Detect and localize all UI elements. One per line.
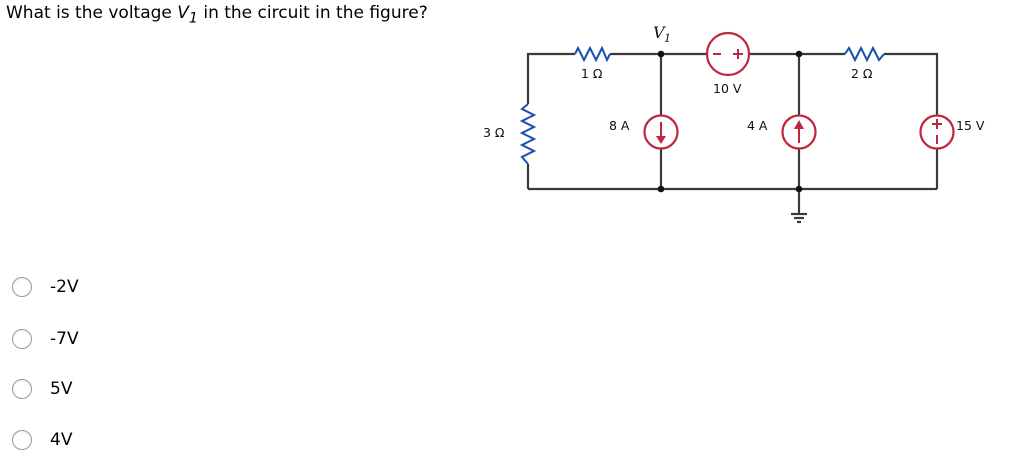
radio-button[interactable] <box>12 329 32 349</box>
radio-button[interactable] <box>12 277 32 297</box>
radio-button[interactable] <box>12 379 32 399</box>
question-variable: V <box>177 3 189 23</box>
answer-option-label: -7V <box>50 329 79 349</box>
node-label-v-subscript: 1 <box>664 32 671 45</box>
label-2ohm: 2 Ω <box>851 66 873 81</box>
node-top-right-dot <box>795 50 803 58</box>
resistor-1ohm <box>574 45 611 63</box>
label-1ohm: 1 Ω <box>581 66 603 81</box>
label-3ohm: 3 Ω <box>483 125 505 140</box>
label-15v: 15 V <box>956 118 985 133</box>
answer-option-2[interactable]: -7V <box>12 327 79 351</box>
question-suffix: in the circuit in the figure? <box>197 3 428 23</box>
answer-option-label: -2V <box>50 277 79 297</box>
label-4a: 4 A <box>747 118 768 133</box>
current-source-4a <box>781 114 817 150</box>
resistor-2ohm <box>844 45 885 63</box>
voltage-source-10v <box>705 31 751 77</box>
answer-option-4[interactable]: 4V <box>12 428 72 452</box>
node-v1-dot <box>657 50 665 58</box>
question-prefix: What is the voltage <box>6 3 178 23</box>
resistor-3ohm <box>519 103 537 165</box>
answer-option-1[interactable]: -2V <box>12 275 79 299</box>
node-bottom-left-dot <box>657 185 665 193</box>
answer-option-3[interactable]: 5V <box>12 377 72 401</box>
label-8a: 8 A <box>609 118 630 133</box>
question-text: What is the voltage V1 in the circuit in… <box>6 3 428 26</box>
question-variable-subscript: 1 <box>188 10 198 27</box>
node-ground-dot <box>795 185 803 193</box>
voltage-source-15v <box>919 114 955 150</box>
radio-button[interactable] <box>12 430 32 450</box>
circuit-diagram: V 1 1 Ω 2 Ω 3 Ω 10 V 8 A 4 A 15 V <box>483 23 985 224</box>
current-source-8a <box>643 114 679 150</box>
answer-option-label: 4V <box>50 430 73 450</box>
node-label-v: V <box>653 23 666 42</box>
circuit-wires <box>526 52 939 224</box>
label-10v: 10 V <box>713 81 742 96</box>
answer-option-label: 5V <box>50 379 73 399</box>
